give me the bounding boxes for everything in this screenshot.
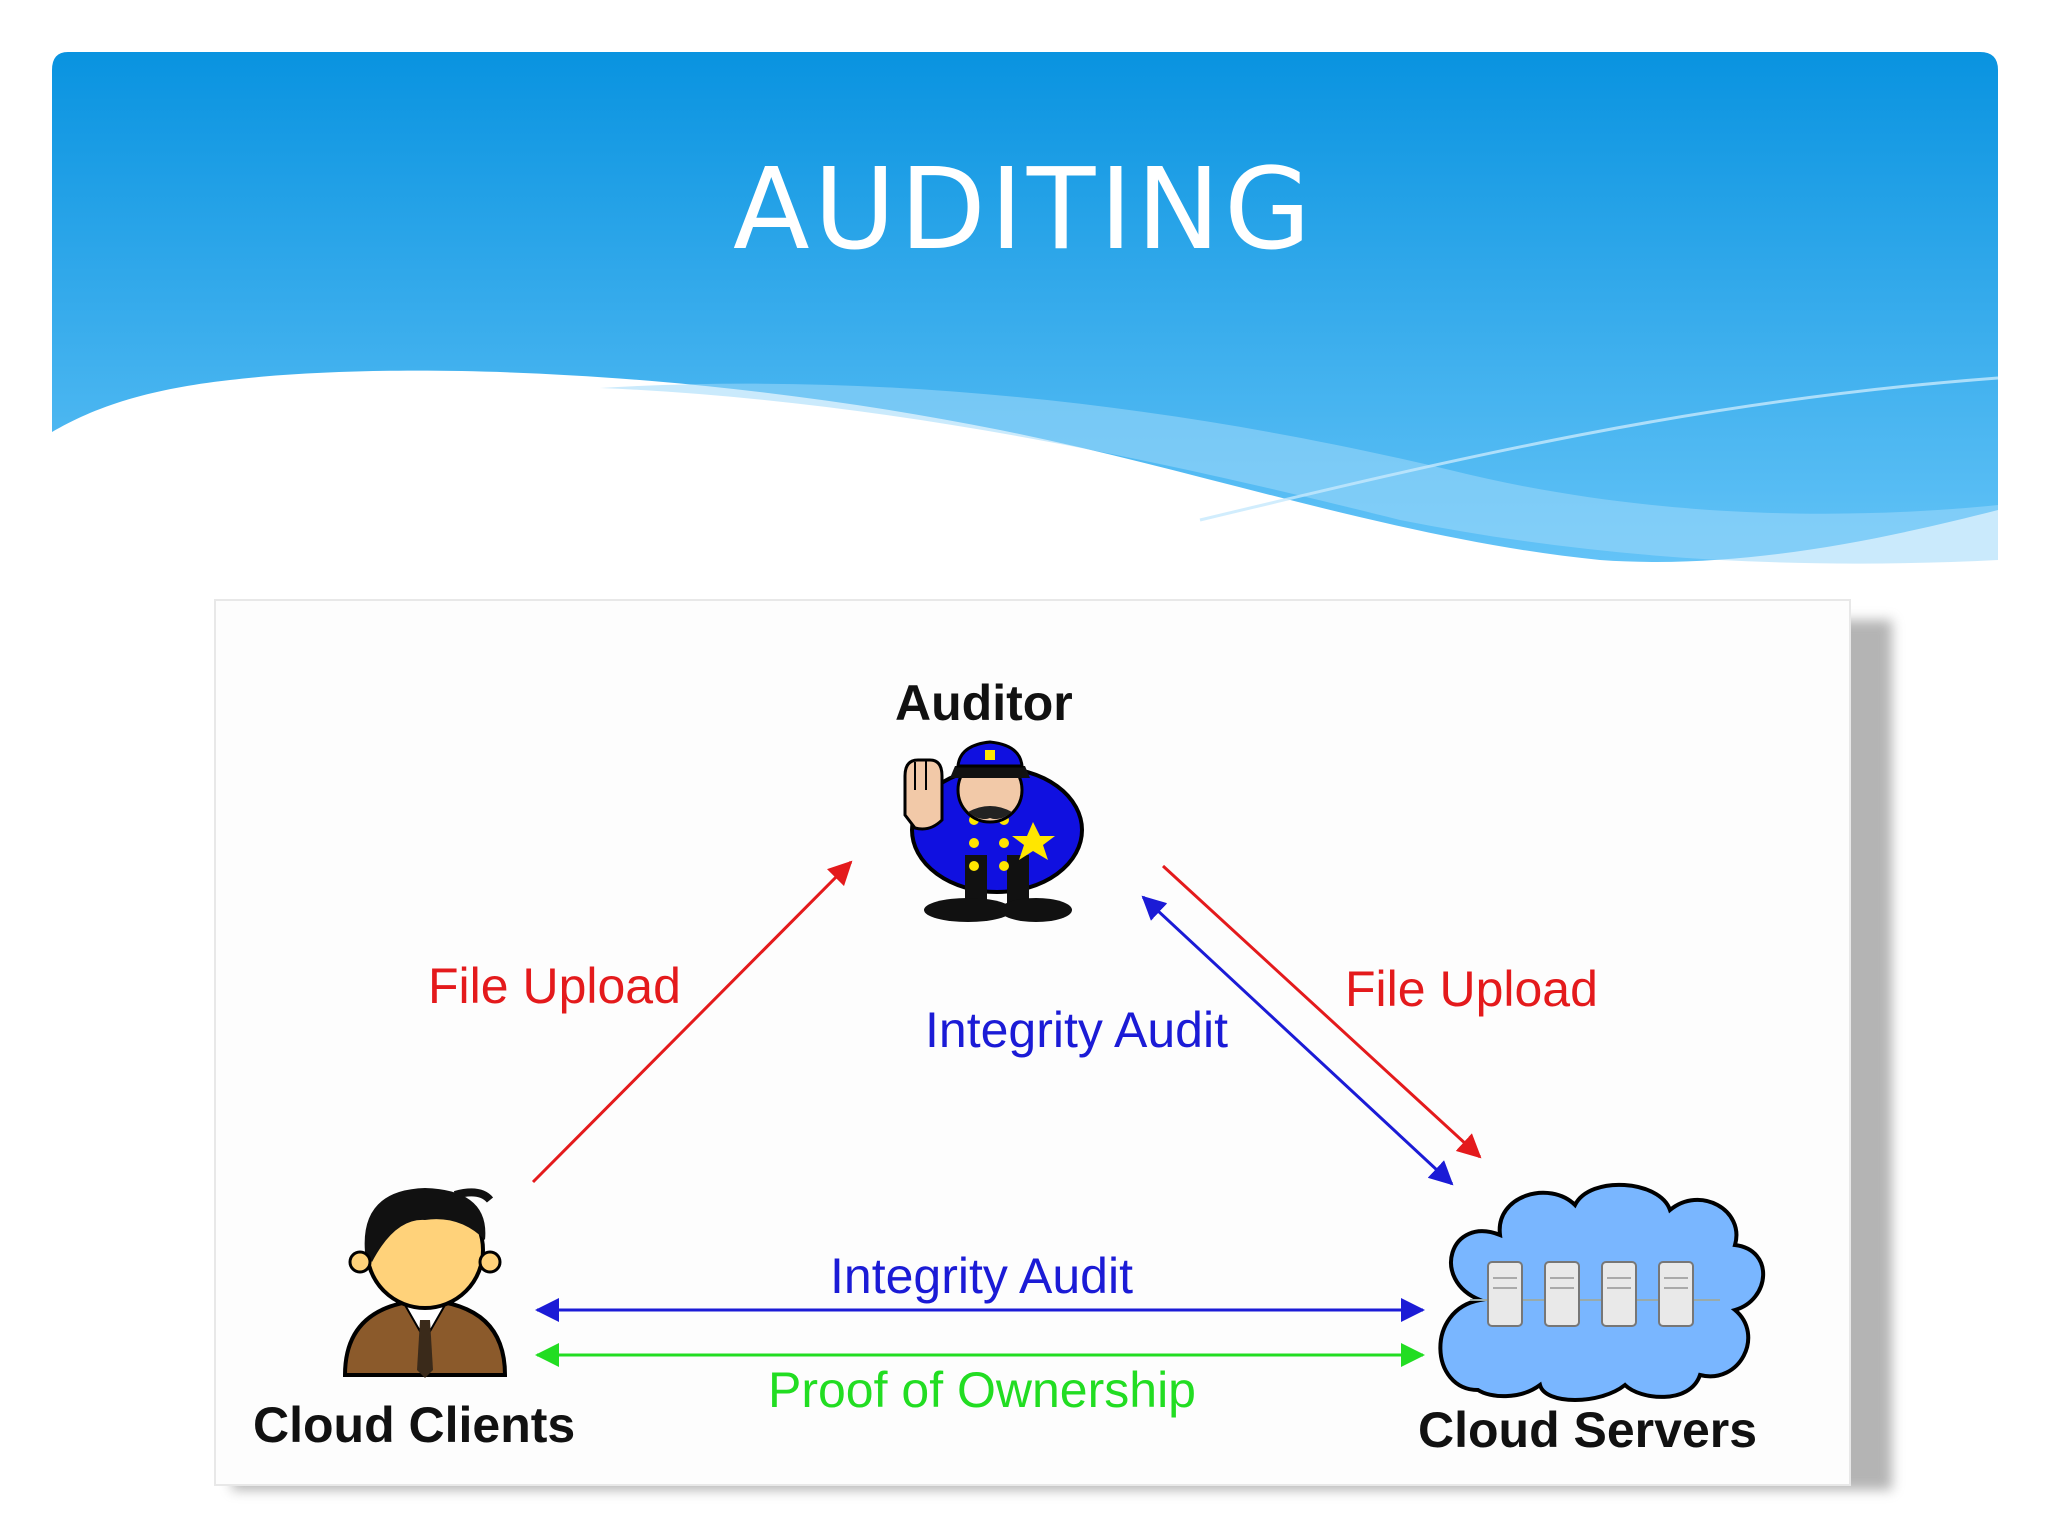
label-cloud-clients: Cloud Clients — [253, 1397, 575, 1453]
label-file-upload-server: File Upload — [1345, 961, 1598, 1017]
arrow-client-to-auditor — [531, 860, 853, 1184]
police-officer-icon — [903, 740, 1084, 922]
wave-light — [600, 383, 1998, 564]
label-proof-of-ownership: Proof of Ownership — [768, 1362, 1196, 1418]
label-cloud-servers: Cloud Servers — [1418, 1402, 1757, 1458]
arrow-audit-auditor-server — [1141, 895, 1454, 1186]
label-integrity-audit-client: Integrity Audit — [830, 1248, 1133, 1304]
label-file-upload-client: File Upload — [428, 958, 681, 1014]
header-banner — [52, 52, 1998, 562]
business-user-icon — [342, 1188, 508, 1378]
label-integrity-audit-auditor: Integrity Audit — [925, 1002, 1228, 1058]
label-auditor: Auditor — [895, 675, 1073, 731]
cloud-server-icon — [1438, 1183, 1766, 1402]
slide-title: AUDITING — [733, 145, 1315, 275]
wave-stroke — [1199, 376, 1999, 522]
